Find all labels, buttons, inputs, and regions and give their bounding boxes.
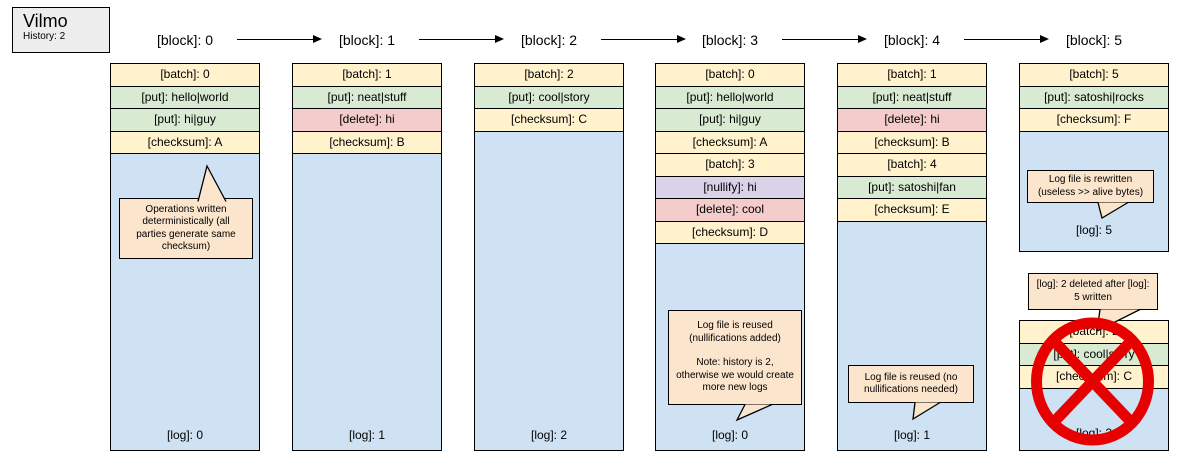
block-header-4: [block]: 4 <box>883 32 941 48</box>
callout-reuse-nullify: Log file is reused (nullifications added… <box>668 310 802 405</box>
prohibition-x-icon <box>1031 317 1154 446</box>
log-label: [log]: 0 <box>711 428 749 442</box>
row-checksum: [checksum]: B <box>292 130 442 154</box>
row-delete: [delete]: hi <box>837 108 987 132</box>
row-checksum: [checksum]: C <box>474 108 624 132</box>
row-delete: [delete]: hi <box>292 108 442 132</box>
block-column-3: [batch]: 0 [put]: hello|world [put]: hi|… <box>655 63 805 451</box>
log-label: [log]: 1 <box>348 428 386 442</box>
app-title: Vilmo <box>23 11 68 31</box>
row-put: [put]: cool|story <box>474 85 624 109</box>
callout-tail-icon <box>735 403 773 422</box>
log-label: [log]: 2 <box>530 428 568 442</box>
block-header-3: [block]: 3 <box>701 32 759 48</box>
log-label: [log]: 0 <box>166 428 204 442</box>
callout-rewrite: Log file is rewritten (useless >> alive … <box>1027 170 1154 203</box>
log-area: [log]: 1 <box>837 220 987 451</box>
callout-text: Log file is reused (no nullifications ne… <box>864 371 958 396</box>
row-put: [put]: neat|stuff <box>292 85 442 109</box>
block-arrow-icon <box>237 34 322 43</box>
block-arrow-icon <box>964 34 1049 43</box>
callout-determinism: Operations written deterministically (al… <box>119 198 253 259</box>
row-batch: [batch]: 0 <box>655 63 805 87</box>
log-label: [log]: 1 <box>893 428 931 442</box>
row-checksum: [checksum]: D <box>655 220 805 244</box>
callout-text: Log file is reused (nullifications added… <box>676 320 794 394</box>
block-column-2: [batch]: 2 [put]: cool|story [checksum]:… <box>474 63 624 451</box>
callout-deleted-after: [log]: 2 deleted after [log]: 5 written <box>1028 273 1158 310</box>
row-put: [put]: hi|guy <box>655 108 805 132</box>
row-batch: [batch]: 5 <box>1019 63 1169 87</box>
log-area: [log]: 1 <box>292 153 442 451</box>
callout-text: Operations written deterministically (al… <box>136 203 236 253</box>
row-batch: [batch]: 0 <box>110 63 260 87</box>
block-header-5: [block]: 5 <box>1065 32 1123 48</box>
row-batch: [batch]: 3 <box>655 153 805 177</box>
log-area: [log]: 2 <box>474 130 624 451</box>
history-setting: History: 2 <box>23 31 66 42</box>
callout-text: [log]: 2 deleted after [log]: 5 written <box>1036 279 1150 303</box>
block-arrow-icon <box>601 34 686 43</box>
vilmo-legend: Vilmo History: 2 <box>12 7 110 53</box>
row-checksum: [checksum]: B <box>837 130 987 154</box>
row-put: [put]: hello|world <box>655 85 805 109</box>
block-column-1: [batch]: 1 [put]: neat|stuff [delete]: h… <box>292 63 442 451</box>
row-nullify: [nullify]: hi <box>655 175 805 199</box>
block-header-0: [block]: 0 <box>156 32 214 48</box>
callout-tail-icon <box>1097 201 1129 220</box>
row-put: [put]: hello|world <box>110 85 260 109</box>
callout-tail-icon <box>912 401 941 421</box>
block-header-2: [block]: 2 <box>520 32 578 48</box>
callout-tail-icon <box>197 164 227 202</box>
block-column-4: [batch]: 1 [put]: neat|stuff [delete]: h… <box>837 63 987 451</box>
row-batch: [batch]: 2 <box>474 63 624 87</box>
row-delete: [delete]: cool <box>655 198 805 222</box>
block-header-1: [block]: 1 <box>338 32 396 48</box>
callout-text: Log file is rewritten (useless >> alive … <box>1037 174 1144 198</box>
block-arrow-icon <box>782 34 867 43</box>
row-checksum: [checksum]: A <box>110 130 260 154</box>
row-put: [put]: satoshi|rocks <box>1019 85 1169 109</box>
log-label: [log]: 5 <box>1075 223 1113 237</box>
row-put: [put]: hi|guy <box>110 108 260 132</box>
block-column-5-new: [batch]: 5 [put]: satoshi|rocks [checksu… <box>1019 63 1169 252</box>
row-checksum: [checksum]: E <box>837 198 987 222</box>
block-arrow-icon <box>419 34 504 43</box>
callout-reuse-clean: Log file is reused (no nullifications ne… <box>848 365 974 403</box>
row-batch: [batch]: 4 <box>837 153 987 177</box>
row-checksum: [checksum]: F <box>1019 108 1169 132</box>
row-batch: [batch]: 1 <box>292 63 442 87</box>
row-put: [put]: neat|stuff <box>837 85 987 109</box>
row-batch: [batch]: 1 <box>837 63 987 87</box>
row-checksum: [checksum]: A <box>655 130 805 154</box>
row-put: [put]: satoshi|fan <box>837 175 987 199</box>
